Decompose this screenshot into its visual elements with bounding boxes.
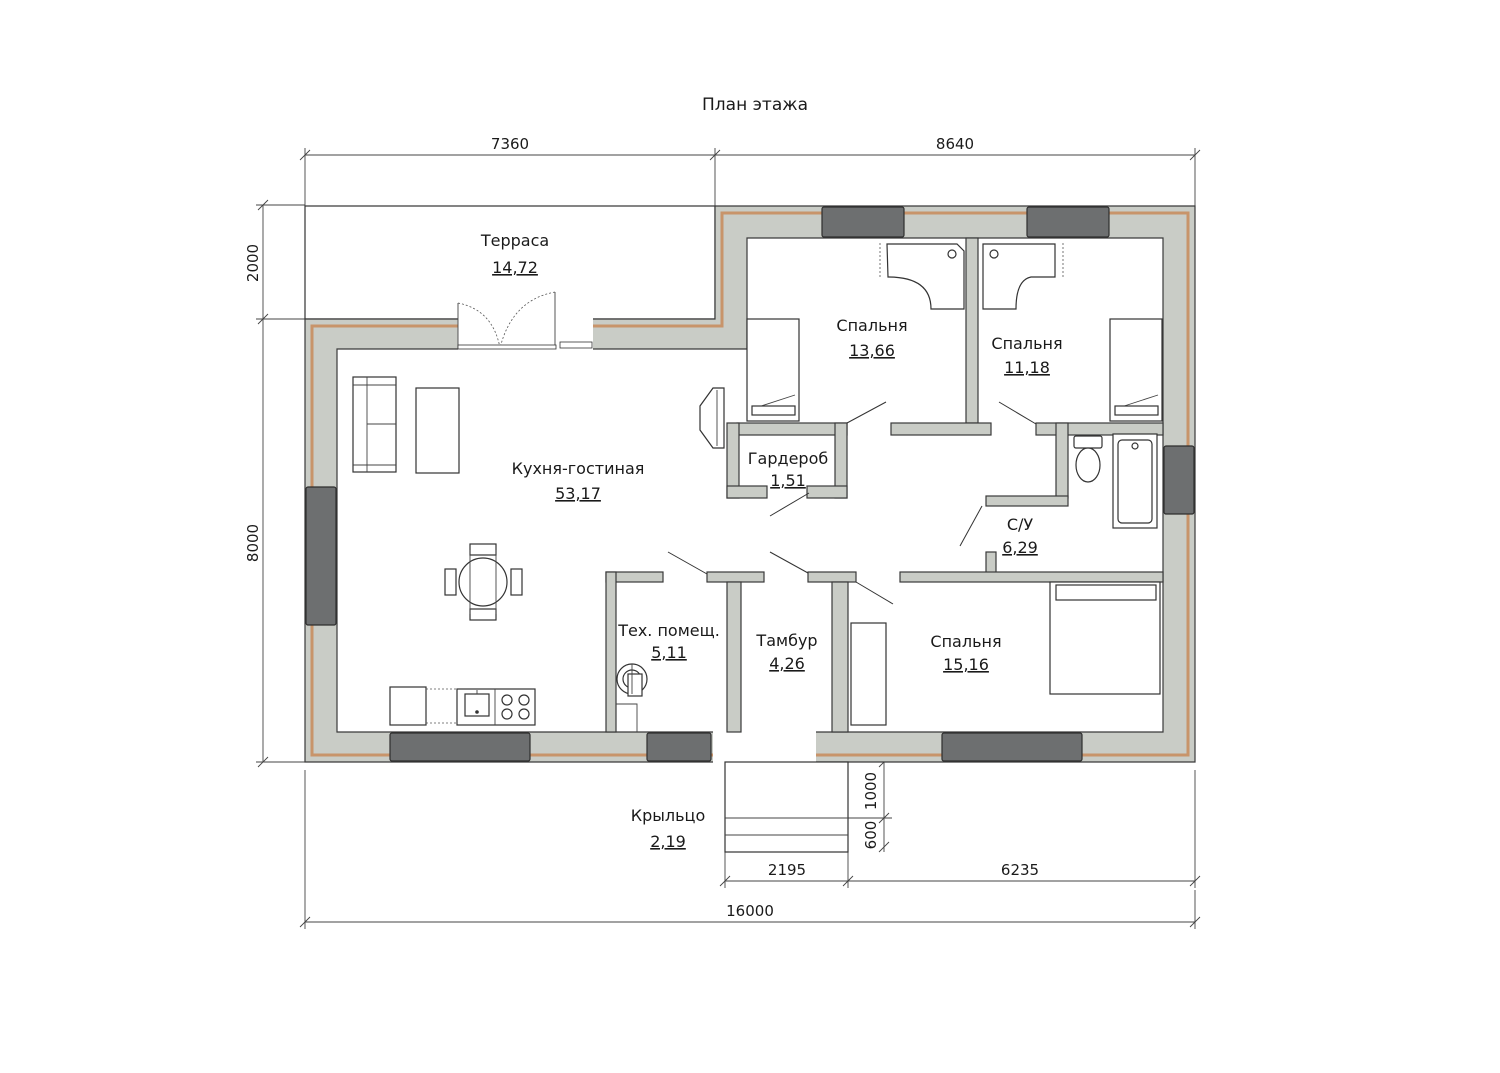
dim-left-main: 8000 xyxy=(244,524,262,562)
dining-table-icon xyxy=(444,543,523,621)
window xyxy=(305,486,337,626)
bed-icon xyxy=(1109,318,1163,422)
bed-icon xyxy=(746,318,800,422)
room-name-bedroom3: Спальня xyxy=(930,632,1001,651)
room-area-bedroom3: 15,16 xyxy=(943,655,989,674)
desk-icon xyxy=(879,243,965,310)
room-name-bedroom2: Спальня xyxy=(991,334,1062,353)
dim-porch-step: 600 xyxy=(862,821,880,850)
kitchen-counter-icon xyxy=(389,686,536,726)
tv-icon xyxy=(699,387,725,449)
room-name-terrace: Терраса xyxy=(480,231,549,250)
double-bed-icon xyxy=(1049,581,1161,695)
wardrobe-icon xyxy=(850,622,887,726)
doors xyxy=(457,291,1037,787)
terrace-outline xyxy=(304,205,716,320)
room-area-bathroom: 6,29 xyxy=(1002,538,1038,557)
room-area-vestibule: 4,26 xyxy=(769,654,805,673)
dim-top-left: 7360 xyxy=(491,135,529,153)
window xyxy=(821,206,905,238)
room-name-wardrobe: Гардероб xyxy=(748,449,828,468)
bathtub-icon xyxy=(1112,433,1158,529)
sofa-icon xyxy=(352,376,397,473)
desk-icon xyxy=(982,243,1064,310)
dim-left-top: 2000 xyxy=(244,244,262,282)
room-name-vestibule: Тамбур xyxy=(755,631,817,650)
furniture xyxy=(352,243,1163,732)
room-name-kitchen-living: Кухня-гостиная xyxy=(512,459,645,478)
room-area-terrace: 14,72 xyxy=(492,258,538,277)
dim-total-width: 16000 xyxy=(726,902,774,920)
window xyxy=(646,732,712,762)
plan-title: План этажа xyxy=(702,95,808,115)
room-name-bedroom1: Спальня xyxy=(836,316,907,335)
window xyxy=(389,732,531,762)
interior-walls xyxy=(605,237,1164,733)
toilet-icon xyxy=(1073,435,1103,483)
dim-porch-depth: 1000 xyxy=(862,772,880,810)
window xyxy=(1163,445,1195,515)
porch xyxy=(724,761,849,853)
dim-bottom-porch: 2195 xyxy=(768,861,806,879)
windows xyxy=(305,206,1195,762)
room-area-porch: 2,19 xyxy=(650,832,686,851)
dim-top-right: 8640 xyxy=(936,135,974,153)
room-area-tech-room: 5,11 xyxy=(651,643,687,662)
room-area-kitchen-living: 53,17 xyxy=(555,484,601,503)
room-area-wardrobe: 1,51 xyxy=(770,471,806,490)
room-name-bathroom: С/У xyxy=(1007,515,1034,534)
room-area-bedroom1: 13,66 xyxy=(849,341,895,360)
dim-bottom-right: 6235 xyxy=(1001,861,1039,879)
window xyxy=(941,732,1083,762)
coffee-table-icon xyxy=(415,387,460,474)
window xyxy=(1026,206,1110,238)
room-labels: Терраса 14,72 Кухня-гостиная 53,17 Спаль… xyxy=(480,231,1063,851)
room-name-tech-room: Тех. помещ. xyxy=(617,621,720,640)
dimension-lines xyxy=(256,148,1201,929)
boiler-icon xyxy=(616,663,648,697)
room-area-bedroom2: 11,18 xyxy=(1004,358,1050,377)
room-name-porch: Крыльцо xyxy=(631,806,705,825)
